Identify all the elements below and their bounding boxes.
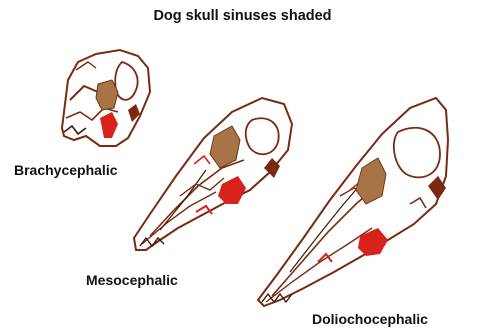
doliochocephalic-label: Doliochocephalic — [312, 311, 428, 327]
brachycephalic-sinus — [96, 80, 118, 110]
brachycephalic-skull — [62, 50, 150, 146]
brachycephalic-label: Brachycephalic — [14, 162, 118, 178]
mesocephalic-skull — [134, 98, 292, 250]
mesocephalic-label: Mesocephalic — [86, 272, 178, 288]
